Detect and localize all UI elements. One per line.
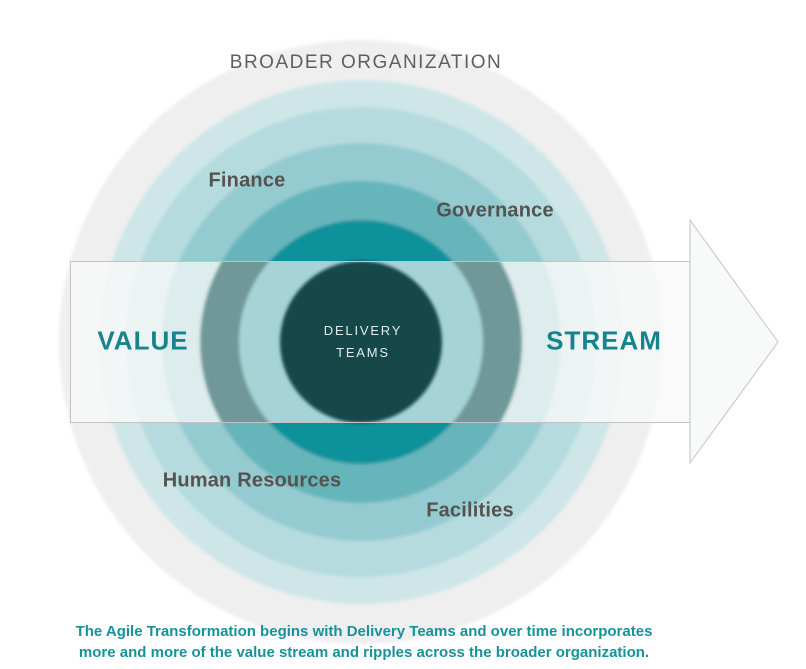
delivery-teams-line2: TEAMS <box>336 345 390 360</box>
delivery-teams-label: DELIVERY TEAMS <box>324 320 402 364</box>
caption-line1: The Agile Transformation begins with Del… <box>75 623 653 640</box>
broader-organization-label: BROADER ORGANIZATION <box>229 52 503 73</box>
human-resources-label: Human Resources <box>162 469 342 492</box>
stream-label: STREAM <box>546 325 662 356</box>
caption-line2: more and more of the value stream and ri… <box>78 644 650 661</box>
delivery-teams-line1: DELIVERY <box>323 323 403 338</box>
value-label: VALUE <box>97 325 189 356</box>
finance-label: Finance <box>208 169 286 192</box>
arrow-head <box>689 218 779 465</box>
facilities-label: Facilities <box>426 499 514 522</box>
caption: The Agile Transformation begins with Del… <box>76 621 653 663</box>
governance-label: Governance <box>436 199 554 222</box>
delivery-teams-circle <box>280 261 442 423</box>
band-outline <box>70 261 690 423</box>
